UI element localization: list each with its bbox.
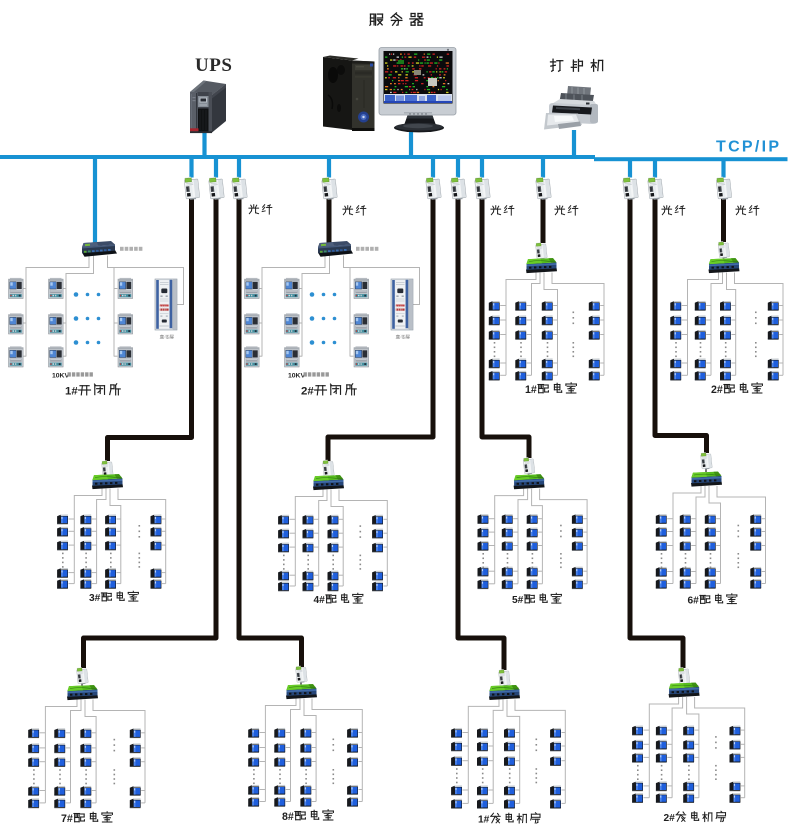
- svg-text:2#: 2#: [301, 385, 314, 397]
- svg-text:7#: 7#: [61, 813, 73, 825]
- svg-text:8#: 8#: [282, 811, 294, 823]
- svg-text:3#: 3#: [89, 593, 101, 604]
- svg-text:6#: 6#: [688, 596, 700, 607]
- svg-text:1#: 1#: [478, 815, 490, 826]
- svg-text:10KV: 10KV: [288, 373, 305, 380]
- svg-text:TCP/IP: TCP/IP: [716, 139, 781, 156]
- svg-text:UPS: UPS: [195, 55, 232, 76]
- svg-text:5#: 5#: [512, 595, 524, 606]
- svg-text:4#: 4#: [314, 595, 326, 606]
- svg-text:2#: 2#: [711, 384, 723, 396]
- svg-text:1#: 1#: [525, 384, 537, 396]
- svg-text:10KV: 10KV: [52, 373, 69, 380]
- svg-text:1#: 1#: [65, 385, 78, 397]
- svg-text:2#: 2#: [664, 813, 676, 824]
